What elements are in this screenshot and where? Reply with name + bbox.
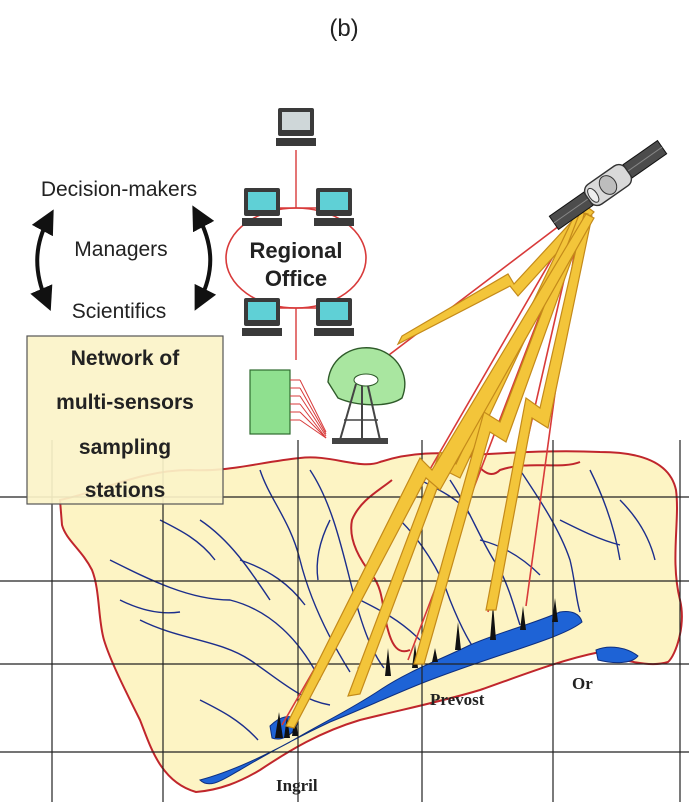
regional-office: Regional Office <box>225 150 367 360</box>
double-arrow-icon <box>30 209 54 312</box>
office-label-line1: Regional <box>250 238 343 263</box>
network-box-line3: sampling <box>79 436 171 459</box>
network-box-line1: Network of <box>71 347 181 370</box>
role-managers: Managers <box>74 238 167 261</box>
sensor-station-icon <box>490 604 496 640</box>
office-label-line2: Office <box>265 266 327 291</box>
computer-icon <box>242 298 282 336</box>
place-label-or: Or <box>572 674 593 693</box>
role-scientifics: Scientifics <box>72 300 167 323</box>
sensor-station-icon <box>520 606 526 630</box>
server-icon <box>249 369 327 439</box>
computer-icon <box>314 298 354 336</box>
network-box-line4: stations <box>85 479 166 502</box>
computer-icon <box>314 188 354 226</box>
stakeholder-roles: Decision-makers Managers Scientifics <box>30 178 217 323</box>
coastal-lagoon <box>199 611 583 785</box>
lightning-beam <box>413 211 589 665</box>
sensor-station-icon <box>455 622 461 650</box>
satellite-dish-icon <box>327 347 406 444</box>
satellite-icon <box>548 139 668 231</box>
computer-icon <box>242 188 282 226</box>
role-decision-makers: Decision-makers <box>41 178 197 201</box>
place-label-prevost: Prevost <box>430 690 485 709</box>
sensor-station-icon <box>275 712 283 738</box>
lagoon-east <box>595 646 639 664</box>
lightning-beam <box>285 213 595 729</box>
sensor-station-icon <box>432 648 438 662</box>
double-arrow-icon <box>192 205 217 311</box>
lightning-beam <box>485 213 593 611</box>
place-label-ingril: Ingril <box>276 776 318 795</box>
sensor-station-icon <box>385 648 391 676</box>
figure-caption: (b) <box>329 15 358 42</box>
network-box-line2: multi-sensors <box>56 391 194 414</box>
network-box: Network of multi-sensors sampling statio… <box>26 335 224 505</box>
computer-icon <box>276 108 316 146</box>
sensor-station-icon <box>284 716 290 738</box>
satellite-links <box>281 205 595 729</box>
sensor-station-icon <box>552 598 558 622</box>
